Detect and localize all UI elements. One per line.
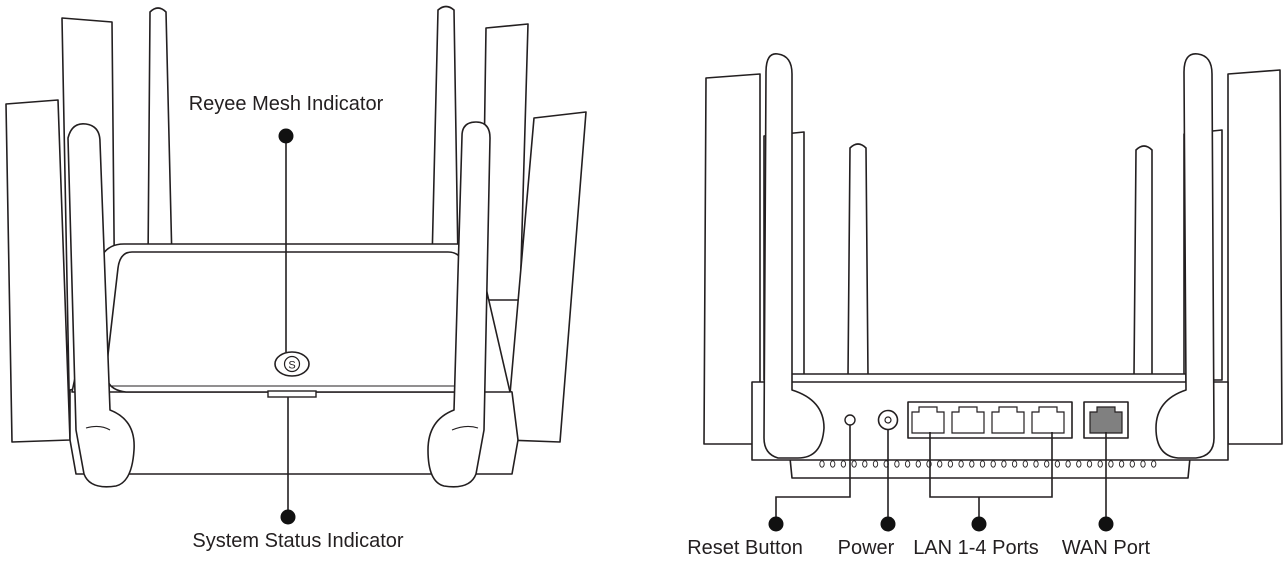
- vent-hole: [915, 460, 921, 468]
- reset-button-hole: [844, 414, 856, 426]
- vent-hole: [947, 460, 954, 468]
- vent-hole: [1129, 460, 1135, 468]
- front-antenna-back-left-inner: [147, 7, 173, 263]
- vent-hole: [1033, 460, 1039, 468]
- vent-hole: [1076, 460, 1082, 468]
- front-antenna-front-left: [67, 122, 135, 488]
- lan-port-3: [991, 406, 1025, 434]
- system-status-indicator-light: [267, 390, 317, 398]
- callout-wan-port: WAN Port: [1062, 432, 1151, 559]
- wan-port: [1083, 401, 1129, 439]
- lan-port-4: [1031, 406, 1065, 434]
- label-system-status-indicator: System Status Indicator: [192, 530, 404, 552]
- lan-ports: [907, 401, 1073, 439]
- mesh-logo-glyph: S: [288, 360, 295, 372]
- label-wan-port: WAN Port: [1062, 537, 1151, 559]
- vent-hole: [851, 460, 857, 468]
- vent-hole: [872, 460, 879, 468]
- vent-hole: [1001, 460, 1007, 468]
- vent-hole: [1151, 460, 1157, 468]
- vent-hole: [1118, 460, 1125, 468]
- wan-port-socket: [1089, 406, 1123, 434]
- vent-hole: [1044, 460, 1050, 468]
- vent-hole: [830, 460, 836, 468]
- vent-hole: [990, 460, 996, 468]
- rear-antenna-front-left: [763, 53, 825, 459]
- callout-reyee-mesh-indicator: Reyee Mesh Indicator: [189, 93, 384, 352]
- front-router-body: [69, 243, 519, 475]
- vent-hole: [819, 460, 825, 468]
- power-port: [877, 409, 899, 431]
- vent-holes: [819, 460, 1157, 468]
- lan-port-2: [951, 406, 985, 434]
- vent-hole: [1054, 460, 1061, 468]
- callout-reset-button: Reset Button: [687, 425, 851, 559]
- rear-antenna-back-far-right: [1227, 69, 1283, 445]
- vent-hole: [1022, 460, 1028, 468]
- vent-hole: [1086, 460, 1093, 468]
- front-antenna-front-right: [427, 121, 491, 488]
- label-power: Power: [838, 537, 895, 559]
- rear-view: Reset Button Power LAN 1-4 Ports WAN Por…: [687, 53, 1283, 559]
- vent-hole: [904, 460, 911, 468]
- vent-hole: [894, 460, 900, 468]
- rear-antenna-back-center-left: [847, 143, 869, 377]
- vent-hole: [979, 460, 986, 468]
- vent-hole: [1011, 460, 1018, 468]
- callout-system-status-indicator: System Status Indicator: [192, 397, 404, 552]
- callout-lan-ports: LAN 1-4 Ports: [913, 432, 1053, 559]
- vent-hole: [1108, 460, 1114, 468]
- front-antenna-back-right-inner: [431, 5, 459, 263]
- rear-antenna-back-center-right: [1133, 145, 1153, 377]
- vent-hole: [937, 460, 943, 468]
- front-antenna-side-left: [5, 99, 71, 443]
- vent-hole: [1097, 460, 1103, 468]
- lan-port-1: [911, 406, 945, 434]
- callout-power: Power: [838, 429, 896, 559]
- front-view: S Reyee Mesh Indicator System Status Ind…: [5, 5, 587, 552]
- reyee-mesh-button-icon: S: [274, 351, 310, 377]
- label-lan-ports: LAN 1-4 Ports: [913, 537, 1039, 559]
- label-reyee-mesh-indicator: Reyee Mesh Indicator: [189, 93, 384, 115]
- label-reset-button: Reset Button: [687, 537, 803, 559]
- vent-hole: [1065, 460, 1071, 468]
- front-antenna-side-right: [505, 111, 587, 443]
- rear-antenna-front-right: [1155, 53, 1215, 459]
- vent-hole: [969, 460, 975, 468]
- vent-hole: [862, 460, 868, 468]
- vent-hole: [1140, 460, 1146, 468]
- vent-hole: [958, 460, 964, 468]
- vent-hole: [840, 460, 847, 468]
